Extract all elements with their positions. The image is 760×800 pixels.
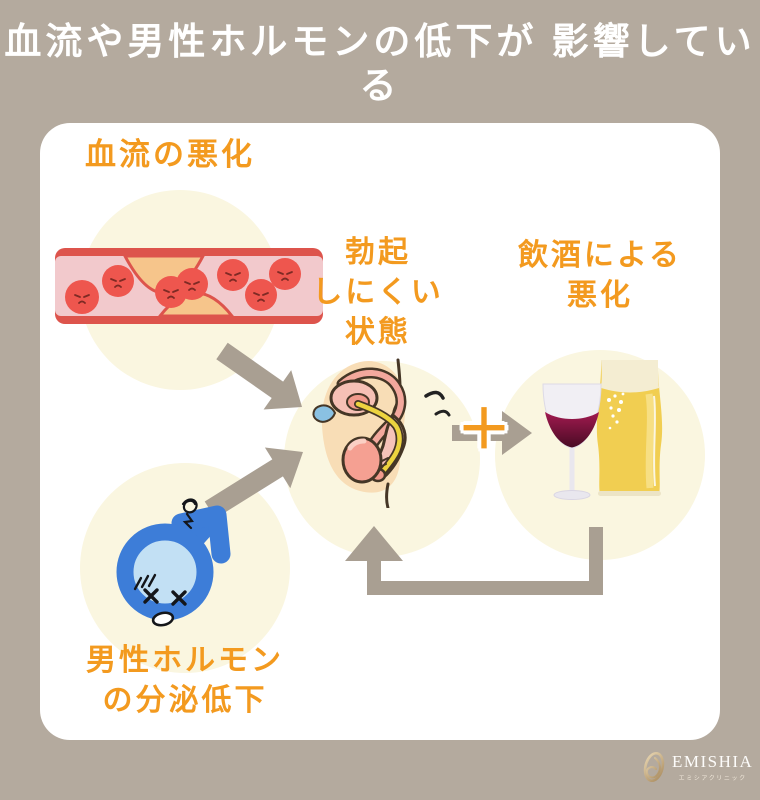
male-symbol-icon — [116, 498, 231, 627]
gold-leaf-icon — [643, 751, 665, 783]
arrow-hormone-to-center-icon — [204, 447, 303, 519]
flow-arrows — [204, 342, 603, 595]
blood-vessel-icon — [55, 248, 323, 324]
clinic-logo: EMISHIA エミシアクリニック — [642, 750, 753, 784]
page-title: 血流や男性ホルモンの低下が 影響している — [0, 20, 760, 108]
hormone-label: 男性ホルモン の分泌低下 — [86, 644, 284, 717]
title-line-1: 血流や男性ホルモンの低下が — [4, 21, 538, 62]
blood-flow-label: 血流の悪化 — [85, 137, 255, 172]
alcohol-label: 飲酒による 悪化 — [517, 239, 683, 312]
arrow-loopback-icon — [345, 526, 603, 595]
dizzy-face — [133, 498, 198, 627]
drinks-illustration — [542, 360, 663, 500]
beer-glass-icon — [596, 360, 663, 496]
logo-text: EMISHIA エミシアクリニック — [672, 751, 754, 782]
arrow-center-to-alcohol-icon — [452, 411, 532, 455]
arrow-blood-to-center-icon — [216, 342, 302, 410]
male-anatomy-icon — [312, 358, 451, 508]
title-line-2: 影響している — [359, 21, 756, 106]
wine-glass-icon — [542, 383, 602, 500]
plus-icon: ＋ — [457, 400, 511, 460]
logo-subtitle: エミシアクリニック — [678, 775, 747, 782]
erection-label: 勃起 しにくい 状態 — [312, 236, 444, 349]
logo-brand: EMISHIA — [672, 751, 754, 771]
red-blood-cells — [65, 258, 301, 314]
droop-marks-icon — [424, 390, 451, 417]
diagram-card: 血流の悪化 勃起 しにくい 状態 飲酒による 悪化 男性ホルモン の分泌低下 ＋ — [40, 123, 720, 740]
